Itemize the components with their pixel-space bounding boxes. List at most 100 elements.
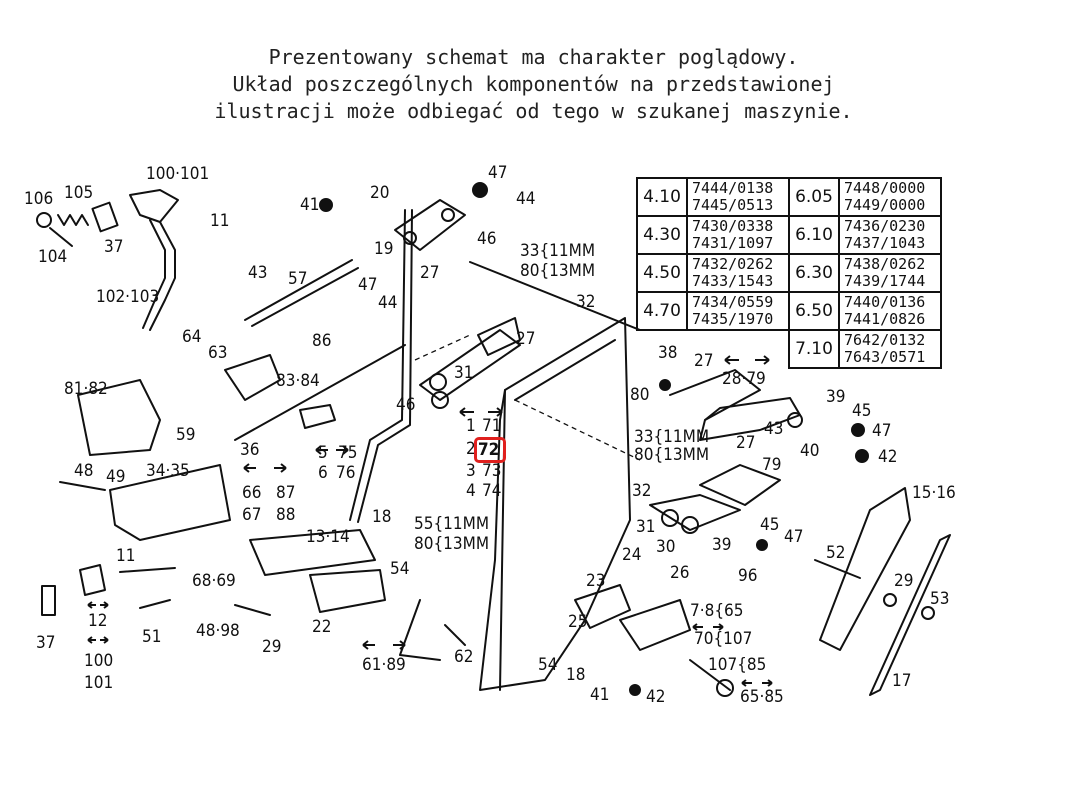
hole [661, 509, 679, 527]
part-label: 59 [176, 425, 196, 445]
hinge-23 [574, 584, 631, 629]
arrow-pair [243, 463, 287, 473]
bolt-48 [59, 481, 106, 491]
model-code: 6.10 [788, 215, 840, 255]
arrow-pair [692, 623, 724, 631]
part-label: 73 [482, 461, 502, 481]
arrow-pair [459, 407, 503, 417]
part-label: 7·8{65 [690, 601, 744, 621]
part-label: 1 [466, 416, 476, 436]
arrow-pair [741, 679, 773, 687]
vertical-rod-b [357, 209, 413, 523]
part-label: 52 [826, 543, 846, 563]
part-label: 49 [106, 467, 126, 487]
arrow-pair [87, 601, 109, 609]
part-label: 68·69 [192, 571, 236, 591]
vertical-rod [349, 209, 406, 521]
model-code: 6.30 [788, 253, 840, 293]
hinge-26 [619, 599, 691, 651]
part-label: 39 [712, 535, 732, 555]
model-code: 6.50 [788, 291, 840, 331]
nut-42b [629, 684, 641, 696]
part-label: 45 [760, 515, 780, 535]
part-label: 75 [338, 443, 358, 463]
disclaimer-line: ilustracji może odbiegać od tego w szuka… [214, 99, 853, 123]
part-label: 66 [242, 483, 262, 503]
model-code: 4.50 [636, 253, 688, 293]
bar-17 [869, 534, 951, 696]
part-label: 43 [764, 419, 784, 439]
nut-38 [659, 379, 671, 391]
part-label: 17 [892, 671, 912, 691]
part-label: 34·35 [146, 461, 190, 481]
rod-tube [149, 221, 176, 331]
part-label: 104 [38, 247, 68, 267]
part-label: 11 [116, 546, 136, 566]
model-code: 6.05 [788, 177, 840, 217]
door-panel [479, 317, 631, 691]
part-label: 65·85 [740, 687, 784, 707]
part-label: 43 [248, 263, 268, 283]
part-label: 27 [736, 433, 756, 453]
part-label: 70{107 [694, 629, 753, 649]
part-label: 57 [288, 269, 308, 289]
part-label: 19 [374, 239, 394, 259]
part-label: 36 [240, 440, 260, 460]
nut-47r [851, 423, 865, 437]
part-label: 81·82 [64, 379, 108, 399]
part-label: 38 [658, 343, 678, 363]
part-label: 74 [482, 481, 502, 501]
part-label: 41 [590, 685, 610, 705]
disclaimer-line: Prezentowany schemat ma charakter pogląd… [268, 45, 799, 69]
part-label: 4 [466, 481, 476, 501]
part-label: 63 [208, 343, 228, 363]
bolt-104 [49, 227, 73, 247]
part-label: 42 [646, 687, 666, 707]
plate-27 [477, 317, 521, 356]
highlighted-part-marker [474, 437, 506, 463]
model-code: 4.30 [636, 215, 688, 255]
pin-107 [689, 659, 731, 691]
bolt-48-98 [234, 604, 271, 616]
part-label: 27 [516, 329, 536, 349]
tie-rod [234, 344, 406, 441]
part-label: 61·89 [362, 655, 406, 675]
part-label: 33{11MM [520, 241, 596, 261]
dashed-axis [514, 399, 641, 461]
part-label: 54 [538, 655, 558, 675]
part-label: 47 [784, 527, 804, 547]
hole [681, 516, 699, 534]
part-label: 53 [930, 589, 950, 609]
rod-arm [129, 189, 179, 223]
part-label: 30 [656, 537, 676, 557]
model-code: 7.10 [788, 329, 840, 369]
washer [787, 412, 803, 428]
part-label: 101 [84, 673, 114, 693]
door-inner [514, 339, 616, 401]
part-label: 39 [826, 387, 846, 407]
part-label: 87 [276, 483, 296, 503]
highlighted-part-label: 72 [478, 440, 500, 460]
plate-13-14 [249, 529, 376, 576]
part-label: 32 [576, 292, 596, 312]
hole [403, 231, 417, 245]
part-label: 76 [336, 463, 356, 483]
arrow-pair [362, 640, 406, 650]
part-label: 80{13MM [634, 445, 710, 465]
part-label: 41 [300, 195, 320, 215]
nut-47b [756, 539, 768, 551]
clip-37-top [79, 564, 106, 596]
part-label: 11 [210, 211, 230, 231]
washer [716, 679, 734, 697]
part-label: 40 [800, 441, 820, 461]
